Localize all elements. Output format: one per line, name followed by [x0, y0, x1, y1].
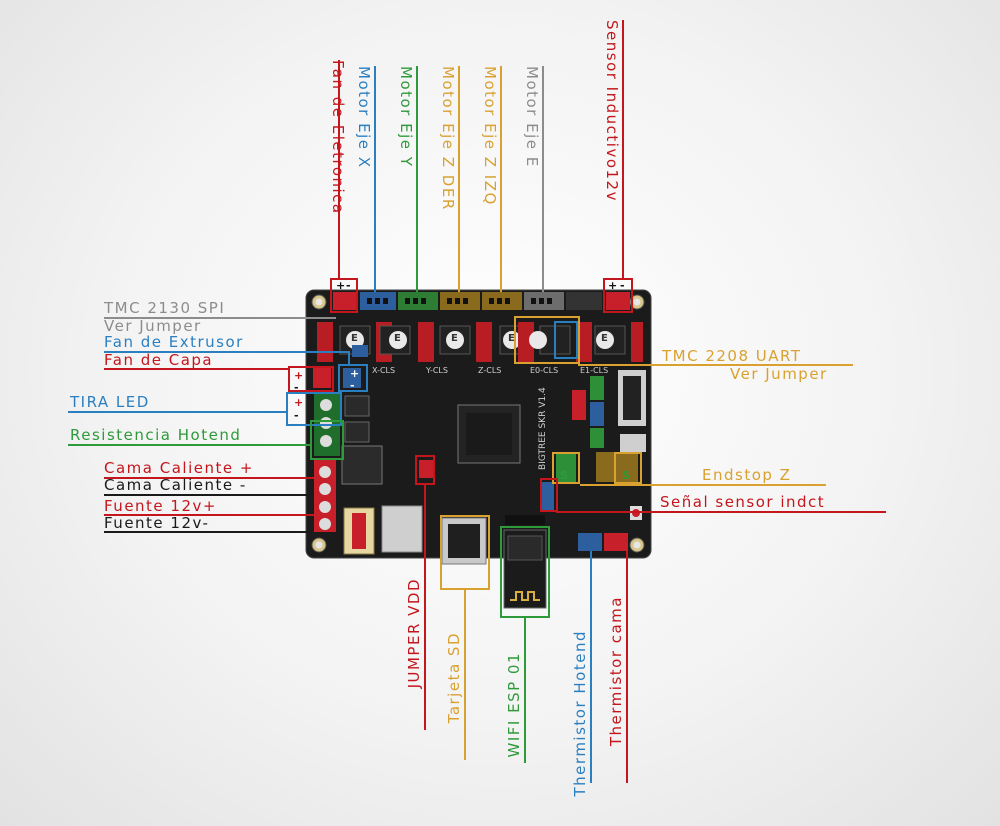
driver-mark: E [508, 333, 515, 344]
line-senal [556, 511, 886, 513]
label-fan-extrusor: Fan de Extrusor [104, 333, 244, 351]
line-jumper-vdd [424, 485, 426, 730]
box-resistencia [310, 420, 344, 460]
header-label-e1: E1-CLS [580, 366, 609, 375]
minus-mark: - [346, 279, 351, 292]
label-tmc2208: TMC 2208 UART [662, 347, 802, 365]
line-wifi [524, 618, 526, 763]
line-fan-extrusor-v [348, 351, 350, 365]
label-wifi: WIFI ESP 01 [505, 652, 523, 758]
line-fuente-pos [104, 514, 314, 516]
line-cama-pos [104, 477, 314, 479]
label-senal-sensor: Señal sensor indct [660, 493, 826, 511]
driver-mark: E [451, 333, 458, 344]
driver-mark: E [601, 333, 608, 344]
line-sensor-inductivo [622, 20, 624, 278]
label-ver-jumper-2: Ver Jumper [730, 365, 828, 383]
svg-text:BIGTREE SKR V1.4: BIGTREE SKR V1.4 [538, 387, 548, 470]
line-endstop-z [580, 484, 826, 486]
line-fan-electronica [338, 60, 340, 278]
label-ver-jumper: Ver Jumper [104, 317, 202, 335]
plus-mark: + [294, 396, 304, 409]
label-tarjeta-sd: Tarjeta SD [445, 632, 463, 724]
label-fan-capa: Fan de Capa [104, 351, 214, 369]
line-fan-capa [104, 368, 290, 370]
line-tmc2130 [104, 317, 336, 319]
label-endstop-z: Endstop Z [702, 466, 792, 484]
line-fan-extrusor [104, 351, 350, 353]
header-label-x: X-CLS [372, 366, 396, 375]
box-endstop-z2 [614, 452, 642, 484]
line-motor-z-der [458, 66, 460, 292]
plus-mark: + [350, 367, 360, 380]
label-fuente-neg: Fuente 12v- [104, 514, 210, 532]
signal-mark: S [622, 469, 630, 482]
driver-mark: E [394, 333, 401, 344]
signal-mark: S [560, 469, 568, 482]
label-fan-electronica: Fan de Eletronica [329, 60, 347, 215]
label-motor-z-izq: Motor Eje Z IZQ [481, 66, 499, 206]
minus-mark: - [294, 409, 299, 422]
label-fuente-pos: Fuente 12v+ [104, 497, 217, 515]
line-thermistor-hotend [590, 551, 592, 783]
box-fan-capa [288, 366, 334, 392]
label-thermistor-hotend: Thermistor Hotend [571, 630, 589, 797]
label-motor-x: Motor Eje X [355, 66, 373, 169]
box-tira-led [286, 392, 342, 426]
label-jumper-vdd: JUMPER VDD [405, 578, 423, 689]
box-fan-electronica [330, 278, 358, 313]
line-resistencia [68, 444, 310, 446]
label-tmc2130: TMC 2130 SPI [104, 299, 226, 317]
header-label-z: Z-CLS [478, 366, 502, 375]
plus-mark: + [336, 279, 346, 292]
box-wifi [500, 526, 550, 618]
label-motor-y: Motor Eje Y [397, 66, 415, 168]
box-senal [540, 478, 558, 512]
label-sensor-inductivo: Sensor Inductivo12v [603, 20, 621, 202]
header-label-y: Y-CLS [426, 366, 448, 375]
minus-mark: - [620, 279, 625, 292]
line-motor-x [374, 66, 376, 292]
plus-mark: + [294, 369, 304, 382]
label-thermistor-cama: Thermistor cama [607, 596, 625, 747]
label-resistencia: Resistencia Hotend [70, 426, 242, 444]
label-cama-neg: Cama Caliente - [104, 476, 247, 494]
box-tmc2208 [514, 316, 580, 364]
line-tira-led [68, 411, 286, 413]
minus-mark: - [294, 381, 299, 394]
box-endstop-z [552, 452, 580, 484]
line-motor-z-izq [500, 66, 502, 292]
line-motor-e [542, 66, 544, 292]
box-sensor-inductivo [603, 278, 633, 313]
label-motor-e: Motor Eje E [523, 66, 541, 168]
line-cama-neg [104, 494, 314, 496]
line-fuente-neg [104, 531, 314, 533]
box-jumper-vdd [415, 455, 435, 485]
line-thermistor-cama [626, 551, 628, 783]
driver-mark: E [351, 333, 358, 344]
box-fan-extrusor [338, 364, 368, 392]
box-tarjeta-sd [440, 515, 490, 590]
minus-mark: - [350, 379, 355, 392]
line-tarjeta-sd [464, 590, 466, 760]
header-label-e0: E0-CLS [530, 366, 559, 375]
label-motor-z-der: Motor Eje Z DER [439, 66, 457, 211]
label-cama-pos: Cama Caliente + [104, 459, 254, 477]
plus-mark: + [608, 279, 618, 292]
line-tmc2208 [578, 364, 853, 366]
line-motor-y [416, 66, 418, 292]
label-tira-led: TIRA LED [70, 393, 150, 411]
